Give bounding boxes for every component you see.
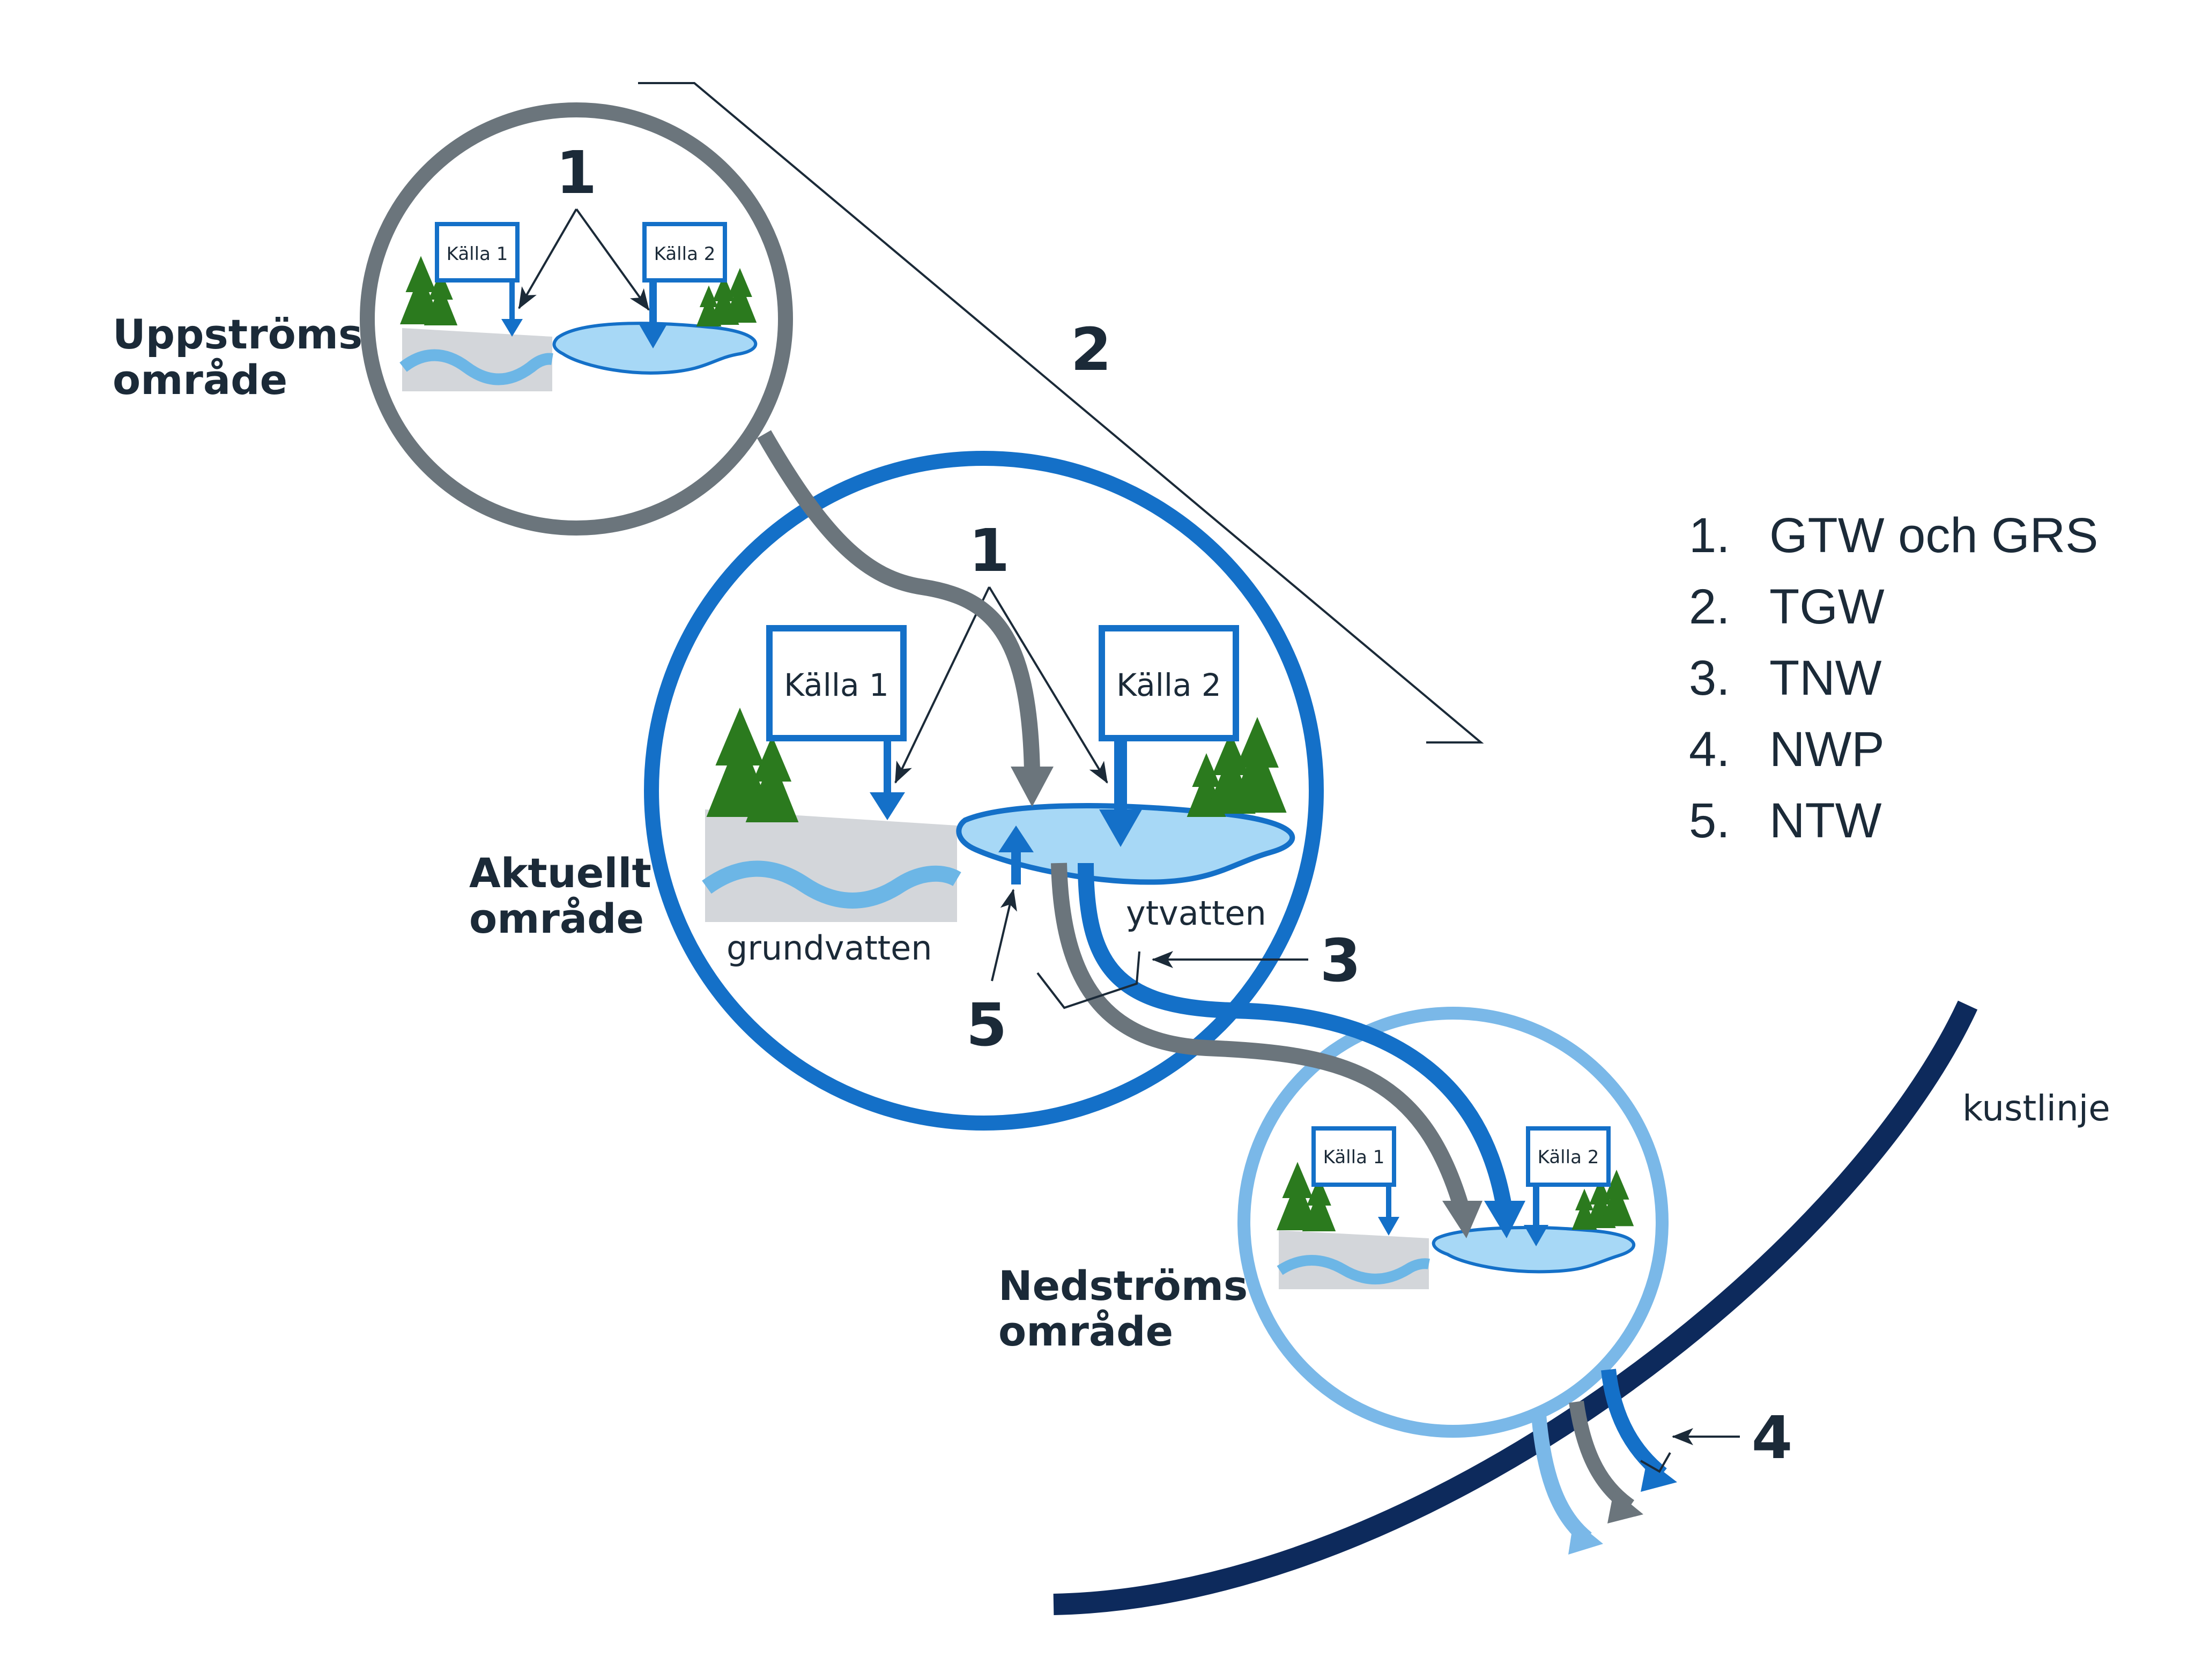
upstream-area-label-line2: område <box>113 356 287 404</box>
current-source1-label: Källa 1 <box>784 667 889 703</box>
legend-item-text: GTW och GRS <box>1769 508 2098 563</box>
upstream-callout-1: 1 <box>556 138 597 207</box>
downstream-source1-box <box>1311 1126 1396 1187</box>
arrow-head-icon <box>1442 1201 1482 1238</box>
surface-water-label: ytvatten <box>1126 894 1266 933</box>
legend-item: 2. TGW <box>1689 579 1885 634</box>
legend: 1. GTW och GRS 2. TGW 3. TNW 4. NWP 5. N… <box>1689 508 2098 848</box>
upstream-source2-label: Källa 2 <box>654 243 716 265</box>
legend-item: 4. NWP <box>1689 722 1885 777</box>
upstream-source2-box <box>642 222 727 283</box>
scale-bracket-line <box>638 82 1484 744</box>
upstream-source1-box <box>435 222 520 283</box>
current-area-label-line1: Aktuellt <box>469 849 651 897</box>
upstream-area: Källa 1 Källa 2 1 <box>360 102 793 536</box>
legend-item-text: TGW <box>1769 579 1885 634</box>
current-to-downstream-gray-flow <box>1051 863 1469 1209</box>
downstream-area-label-line2: område <box>998 1307 1173 1355</box>
coastline-label: kustlinje <box>1962 1088 2110 1129</box>
legend-item-number: 2. <box>1689 579 1730 634</box>
arrow-head-icon <box>998 826 1034 852</box>
current-area: Källa 1 Källa 2 grundvatten ytvatten 1 5 <box>644 451 1324 1131</box>
legend-item-text: NWP <box>1769 722 1885 777</box>
arrow-head-icon <box>1099 809 1142 847</box>
downstream-source2-label: Källa 2 <box>1538 1147 1599 1168</box>
arrow-head-icon <box>1524 1225 1548 1246</box>
arrow-head-icon <box>1641 1459 1677 1492</box>
legend-item-text: NTW <box>1769 793 1882 848</box>
legend-item-number: 1. <box>1689 508 1730 563</box>
upstream-ring <box>360 102 793 536</box>
arrow-head-icon <box>870 792 905 820</box>
groundwater-label: grundvatten <box>727 928 932 968</box>
upstream-area-label-line1: Uppströms <box>113 310 362 358</box>
current-to-downstream-blue-flow <box>1078 863 1512 1208</box>
upstream-callout-1-pointer-right <box>575 208 650 311</box>
downstream-area: Källa 1 Källa 2 <box>1237 1007 1669 1438</box>
current-callout-1-pointer-left <box>894 586 990 784</box>
arrow-head-icon <box>1568 1520 1603 1555</box>
arrow-head-icon <box>639 324 667 348</box>
callout-4-bracket <box>1640 1452 1671 1473</box>
callout-3: 3 <box>1320 926 1361 995</box>
upstream-source1-label: Källa 1 <box>447 243 508 265</box>
current-callout-1: 1 <box>969 516 1010 585</box>
downstream-source1-label: Källa 1 <box>1323 1147 1385 1168</box>
current-groundwater-wave <box>702 860 961 909</box>
arrow-head-icon <box>1484 1201 1525 1238</box>
coastline-curve <box>1053 1000 1978 1615</box>
legend-item-number: 4. <box>1689 722 1730 777</box>
arrow-head-icon <box>1011 767 1054 807</box>
upstream-callout-1-pointer-left <box>518 208 577 309</box>
downstream-groundwater-wave <box>1277 1255 1430 1284</box>
current-area-label-line2: område <box>469 895 644 942</box>
legend-item: 1. GTW och GRS <box>1689 508 2098 563</box>
current-source2-box <box>1099 625 1239 741</box>
legend-item-number: 3. <box>1689 651 1730 705</box>
downstream-source2-box <box>1526 1126 1611 1187</box>
current-ring <box>644 451 1324 1131</box>
callout-2: 2 <box>1071 315 1112 384</box>
current-callout-5: 5 <box>966 991 1007 1059</box>
current-lake <box>956 803 1295 885</box>
arrow-head-icon <box>501 319 523 337</box>
legend-item: 5. NTW <box>1689 793 1882 848</box>
legend-item: 3. TNW <box>1689 651 1882 705</box>
callout-4: 4 <box>1752 1403 1793 1472</box>
downstream-area-label-line1: Nedströms <box>998 1262 1248 1310</box>
current-callout-1-pointer-right <box>988 586 1108 784</box>
upstream-to-current-flow <box>757 430 1040 772</box>
upstream-lake <box>552 322 758 375</box>
current-source2-label: Källa 2 <box>1116 667 1221 703</box>
current-source1-box <box>766 625 907 741</box>
arrow-head-icon <box>1607 1490 1643 1523</box>
callout-3-bracket <box>1036 951 1140 1009</box>
downstream-ring <box>1237 1007 1669 1438</box>
legend-item-text: TNW <box>1769 651 1882 705</box>
current-callout-5-pointer <box>991 889 1017 982</box>
arrow-head-icon <box>1378 1217 1399 1236</box>
upstream-groundwater-wave <box>399 349 553 385</box>
legend-item-number: 5. <box>1689 793 1730 848</box>
